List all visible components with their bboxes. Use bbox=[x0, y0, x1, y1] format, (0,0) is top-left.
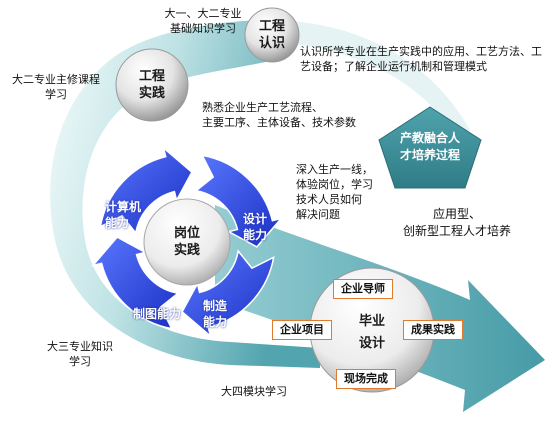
box-onsite-completion: 现场完成 bbox=[336, 369, 396, 389]
segment-design-label: 设计 能力 bbox=[243, 211, 267, 243]
cycle-arrow-computer bbox=[99, 145, 193, 235]
segment-computer-label: 计算机 能力 bbox=[105, 199, 141, 231]
text-practice: 工程 实践 bbox=[130, 68, 174, 102]
label-year4: 大四模块学习 bbox=[221, 384, 287, 399]
box-enterprise-mentor: 企业导师 bbox=[333, 279, 393, 299]
text-post-practice-l2: 实践 bbox=[173, 243, 200, 258]
label-year3-l2: 学习 bbox=[69, 355, 91, 368]
segment-manufacturing-l1: 制造 bbox=[203, 299, 228, 313]
label-year12-core: 大二专业主修课程 学习 bbox=[6, 72, 106, 102]
segment-computer-l2: 能力 bbox=[105, 216, 130, 230]
segment-design-l2: 能力 bbox=[243, 228, 268, 242]
label-year3: 大三专业知识 学习 bbox=[32, 339, 128, 369]
label-goal-l1: 应用型、 bbox=[432, 207, 481, 221]
label-practice-desc-l1: 熟悉企业生产工艺流程、 bbox=[202, 101, 323, 114]
box-results-practice: 成果实践 bbox=[403, 320, 463, 340]
label-practice-desc: 熟悉企业生产工艺流程、 主要工序、主体设备、技术参数 bbox=[202, 100, 356, 130]
sphere-practice bbox=[115, 48, 189, 122]
label-practice-desc-l2: 主要工序、主体设备、技术参数 bbox=[202, 116, 356, 129]
text-practice-l1: 工程 bbox=[138, 69, 165, 84]
label-year4-text: 大四模块学习 bbox=[221, 385, 287, 398]
box-enterprise-mentor-text: 企业导师 bbox=[341, 282, 385, 295]
segment-drawing-text: 制图能力 bbox=[133, 307, 182, 321]
text-cognition-l1: 工程 bbox=[258, 19, 285, 34]
label-year3-l1: 大三专业知识 bbox=[47, 340, 113, 353]
segment-manufacturing-l2: 能力 bbox=[203, 315, 228, 329]
label-goal-l2: 创新型工程人才培养 bbox=[402, 224, 511, 238]
label-year12-core-l1: 大二专业主修课程 bbox=[12, 73, 100, 86]
text-cognition-l2: 认识 bbox=[258, 36, 285, 51]
label-year12-foundation: 大一、大二专业 基础知识学习 bbox=[157, 6, 249, 36]
label-year12-foundation-l2: 基础知识学习 bbox=[170, 22, 236, 35]
pentagon-label-l1: 产教融合人 bbox=[399, 131, 460, 145]
segment-design-l1: 设计 bbox=[243, 212, 268, 226]
text-practice-l2: 实践 bbox=[138, 86, 165, 101]
sphere-post-practice bbox=[143, 198, 231, 286]
label-post-desc-l4: 解决问题 bbox=[296, 208, 340, 221]
text-design: 毕业 设计 bbox=[349, 311, 395, 355]
label-year12-foundation-l1: 大一、大二专业 bbox=[164, 7, 242, 20]
sphere-cognition bbox=[244, 7, 300, 63]
label-post-desc-l2: 体验岗位，学习 bbox=[296, 178, 373, 191]
text-cognition: 工程 认识 bbox=[250, 18, 294, 52]
box-results-practice-text: 成果实践 bbox=[411, 323, 455, 336]
text-post-practice-l1: 岗位 bbox=[173, 226, 200, 241]
label-cognition-desc-l1: 认识所学专业在生产实践中的应用、工艺方法、工 bbox=[300, 45, 542, 58]
label-post-desc-l1: 深入生产一线， bbox=[296, 163, 373, 176]
arrow-cycle bbox=[90, 145, 284, 339]
cycle-arrow-manufacturing bbox=[181, 249, 275, 339]
text-design-l2: 设计 bbox=[358, 336, 385, 351]
label-cognition-desc: 认识所学专业在生产实践中的应用、工艺方法、工 艺设备；了解企业运行机制和管理模式 bbox=[300, 44, 542, 74]
label-post-desc: 深入生产一线， 体验岗位，学习 技术人员如何 解决问题 bbox=[296, 162, 373, 222]
label-cognition-desc-l2: 艺设备；了解企业运行机制和管理模式 bbox=[300, 60, 487, 73]
cycle-arrow-drawing bbox=[90, 236, 180, 330]
pentagon-label-l2: 才培养过程 bbox=[399, 148, 460, 162]
text-design-l1: 毕业 bbox=[358, 314, 385, 329]
label-year12-core-l2: 学习 bbox=[45, 88, 67, 101]
label-goal: 应用型、 创新型工程人才培养 bbox=[392, 206, 522, 240]
spiral-band bbox=[50, 20, 321, 368]
box-enterprise-project: 企业项目 bbox=[272, 320, 332, 340]
pentagon-label: 产教融合人 才培养过程 bbox=[388, 130, 472, 164]
text-post-practice: 岗位 实践 bbox=[163, 225, 211, 259]
label-post-desc-l3: 技术人员如何 bbox=[296, 193, 362, 206]
pentagon-shape bbox=[378, 106, 482, 189]
segment-manufacturing-label: 制造 能力 bbox=[203, 298, 227, 330]
segment-computer-l1: 计算机 bbox=[105, 200, 142, 214]
segment-drawing-label: 制图能力 bbox=[133, 306, 181, 322]
box-enterprise-project-text: 企业项目 bbox=[280, 323, 324, 336]
box-onsite-completion-text: 现场完成 bbox=[344, 372, 388, 385]
cycle-arrow-design bbox=[194, 154, 284, 248]
